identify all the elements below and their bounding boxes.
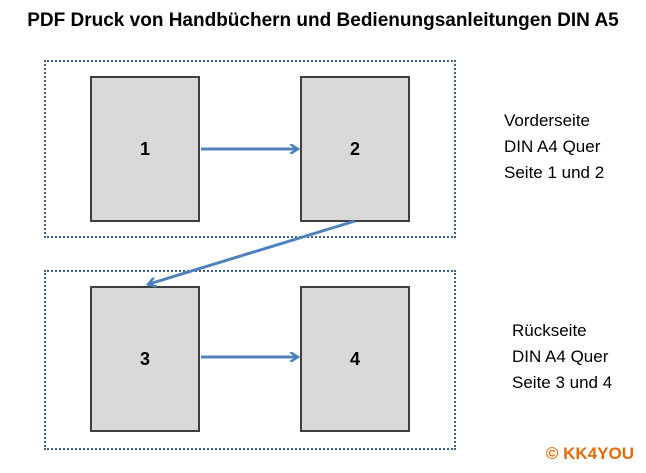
page-1-label: 1: [139, 138, 150, 159]
front-label-line-1: Vorderseite: [504, 111, 590, 130]
back-label-line-1: Rückseite: [512, 321, 587, 340]
front-side-label: Vorderseite DIN A4 Quer Seite 1 und 2: [504, 108, 604, 186]
back-label-line-3: Seite 3 und 4: [512, 373, 613, 392]
page-3: 3: [90, 286, 200, 432]
back-sheet: [44, 270, 456, 450]
back-side-label: Rückseite DIN A4 Quer Seite 3 und 4: [512, 318, 612, 396]
diagram-title: PDF Druck von Handbüchern und Bedienungs…: [27, 10, 619, 31]
page-2-label: 2: [349, 138, 360, 159]
copyright-notice: © KK4YOU: [545, 444, 634, 463]
back-label-line-2: DIN A4 Quer: [512, 347, 609, 366]
front-label-line-2: DIN A4 Quer: [504, 137, 601, 156]
page-1: 1: [90, 76, 200, 222]
front-label-line-3: Seite 1 und 2: [504, 163, 605, 182]
front-sheet: [44, 60, 456, 238]
arrow-2-to-3: [149, 219, 356, 284]
page-4: 4: [300, 286, 410, 432]
page-4-label: 4: [349, 348, 360, 369]
page-3-label: 3: [139, 348, 150, 369]
